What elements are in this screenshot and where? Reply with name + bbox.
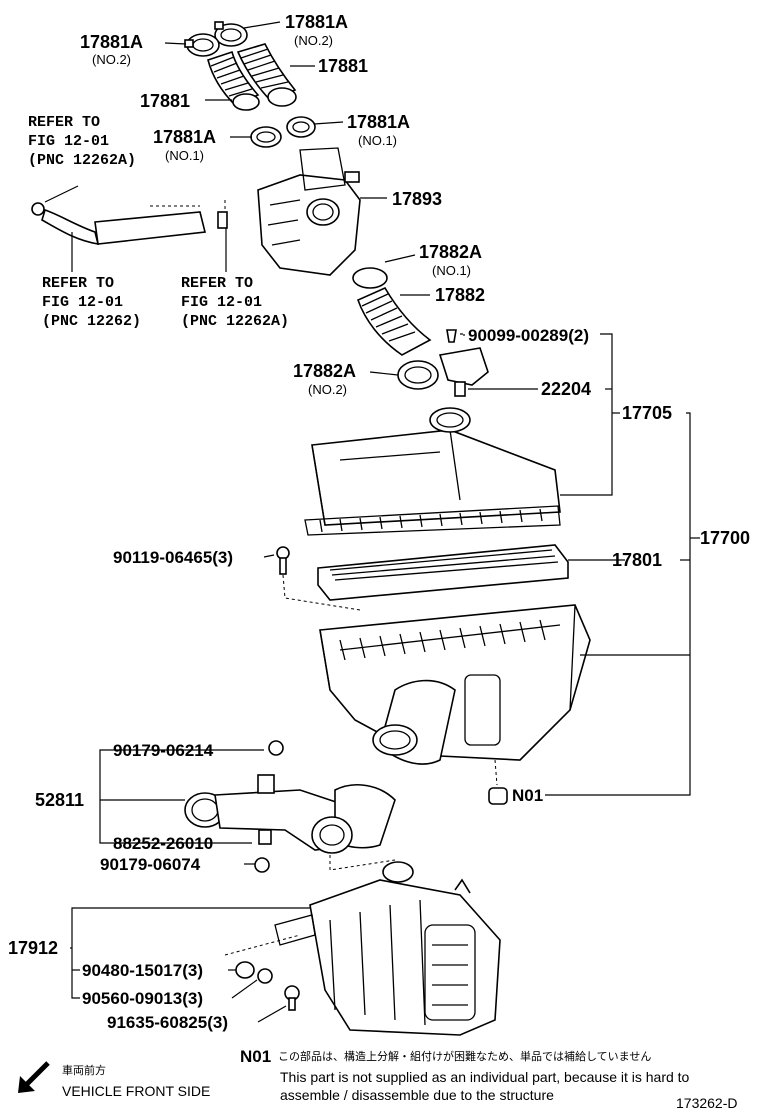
- hose-17881-left: [207, 50, 260, 111]
- label-17912: 17912: [8, 938, 58, 958]
- nut-90179-06214: [268, 740, 284, 756]
- grommet-90480-15017: [235, 961, 255, 979]
- label-90560-09013: 90560-09013(3): [82, 989, 203, 1008]
- label-90119-06465: 90119-06465(3): [113, 548, 233, 567]
- bolt-91635-60825: [284, 985, 300, 1011]
- ref1-line2: FIG 12-01: [28, 133, 109, 150]
- ref3-line1: REFER TO: [181, 275, 253, 292]
- ref3-line2: FIG 12-01: [181, 294, 262, 311]
- breather-hose: [31, 202, 228, 245]
- label-52811: 52811: [35, 790, 84, 810]
- nut-90179-06074: [254, 857, 270, 873]
- clamp-17881a-no1-right: [286, 116, 316, 138]
- hose-17881-right: [236, 43, 297, 107]
- label-17881a-no1-left: 17881A: [153, 127, 216, 147]
- label-17893: 17893: [392, 189, 442, 209]
- clamp-17881a-no2-left: [184, 33, 220, 57]
- label-17881a-no1-right-sub: (NO.1): [358, 133, 397, 148]
- label-17882a-no2: 17882A: [293, 361, 356, 381]
- label-17881-left: 17881: [140, 91, 190, 111]
- label-90480-15017: 90480-15017(3): [82, 961, 203, 980]
- air-cleaner-cap-17705: [304, 407, 561, 536]
- label-17705: 17705: [622, 403, 672, 423]
- label-17801: 17801: [612, 550, 662, 570]
- clamp-17881a-no2-top: [214, 21, 248, 47]
- front-label-jp: 車両前方: [62, 1063, 106, 1077]
- hose-17882: [352, 267, 439, 390]
- collar-90560-09013: [257, 968, 273, 984]
- label-17882a-no1-sub: (NO.1): [432, 263, 471, 278]
- label-17882: 17882: [435, 285, 485, 305]
- bolt-90119-06465: [276, 546, 290, 575]
- label-90179-06214: 90179-06214: [113, 741, 214, 760]
- ref2-line3: (PNC 12262): [42, 313, 141, 330]
- label-n01: N01: [512, 786, 543, 805]
- note-en-line2: assemble / disassemble due to the struct…: [280, 1087, 554, 1103]
- resonator-17893: [257, 147, 361, 276]
- label-90179-06074: 90179-06074: [100, 855, 201, 874]
- intake-duct-52811: [184, 774, 396, 854]
- label-17881a-no2-top: 17881A: [285, 12, 348, 32]
- leader-lines: [44, 21, 700, 1023]
- air-cleaner-case: [319, 604, 591, 765]
- ref2-line1: REFER TO: [42, 275, 114, 292]
- mass-air-flow-sensor-22204: [438, 329, 489, 397]
- intake-resonator-17912: [274, 861, 501, 1036]
- label-17881-right: 17881: [318, 56, 368, 76]
- note-en-line1: This part is not supplied as an individu…: [280, 1069, 690, 1085]
- label-17882a-no2-sub: (NO.2): [308, 382, 347, 397]
- label-17882a-no1: 17882A: [419, 242, 482, 262]
- label-90099-00289: 90099-00289(2): [468, 326, 589, 345]
- note-jp: この部品は、構造上分解・組付けが困難なため、単品では補給していません: [278, 1049, 651, 1063]
- label-17881a-no1-right: 17881A: [347, 112, 410, 132]
- air-filter-element-17801: [317, 544, 569, 601]
- figure-id: 173262-D: [676, 1095, 738, 1111]
- front-arrow-icon: [18, 1061, 50, 1093]
- note-code: N01: [240, 1047, 271, 1066]
- ref1-line1: REFER TO: [28, 114, 100, 131]
- label-17700: 17700: [700, 528, 750, 548]
- label-17881a-no1-left-sub: (NO.1): [165, 148, 204, 163]
- label-88252-26010: 88252-26010: [113, 834, 213, 853]
- clamp-17881a-no1-left: [250, 126, 282, 148]
- label-17881a-no2-top-sub: (NO.2): [294, 33, 333, 48]
- grommet-n01: [488, 787, 508, 805]
- ref1-line3: (PNC 12262A): [28, 152, 136, 169]
- label-17881a-no2-left-sub: (NO.2): [92, 52, 131, 67]
- ref2-line2: FIG 12-01: [42, 294, 123, 311]
- label-91635-60825: 91635-60825(3): [107, 1013, 228, 1032]
- front-label-en: VEHICLE FRONT SIDE: [62, 1083, 210, 1099]
- label-17881a-no2-left: 17881A: [80, 32, 143, 52]
- label-22204: 22204: [541, 379, 591, 399]
- ref3-line3: (PNC 12262A): [181, 313, 289, 330]
- clip-88252-26010: [258, 829, 272, 845]
